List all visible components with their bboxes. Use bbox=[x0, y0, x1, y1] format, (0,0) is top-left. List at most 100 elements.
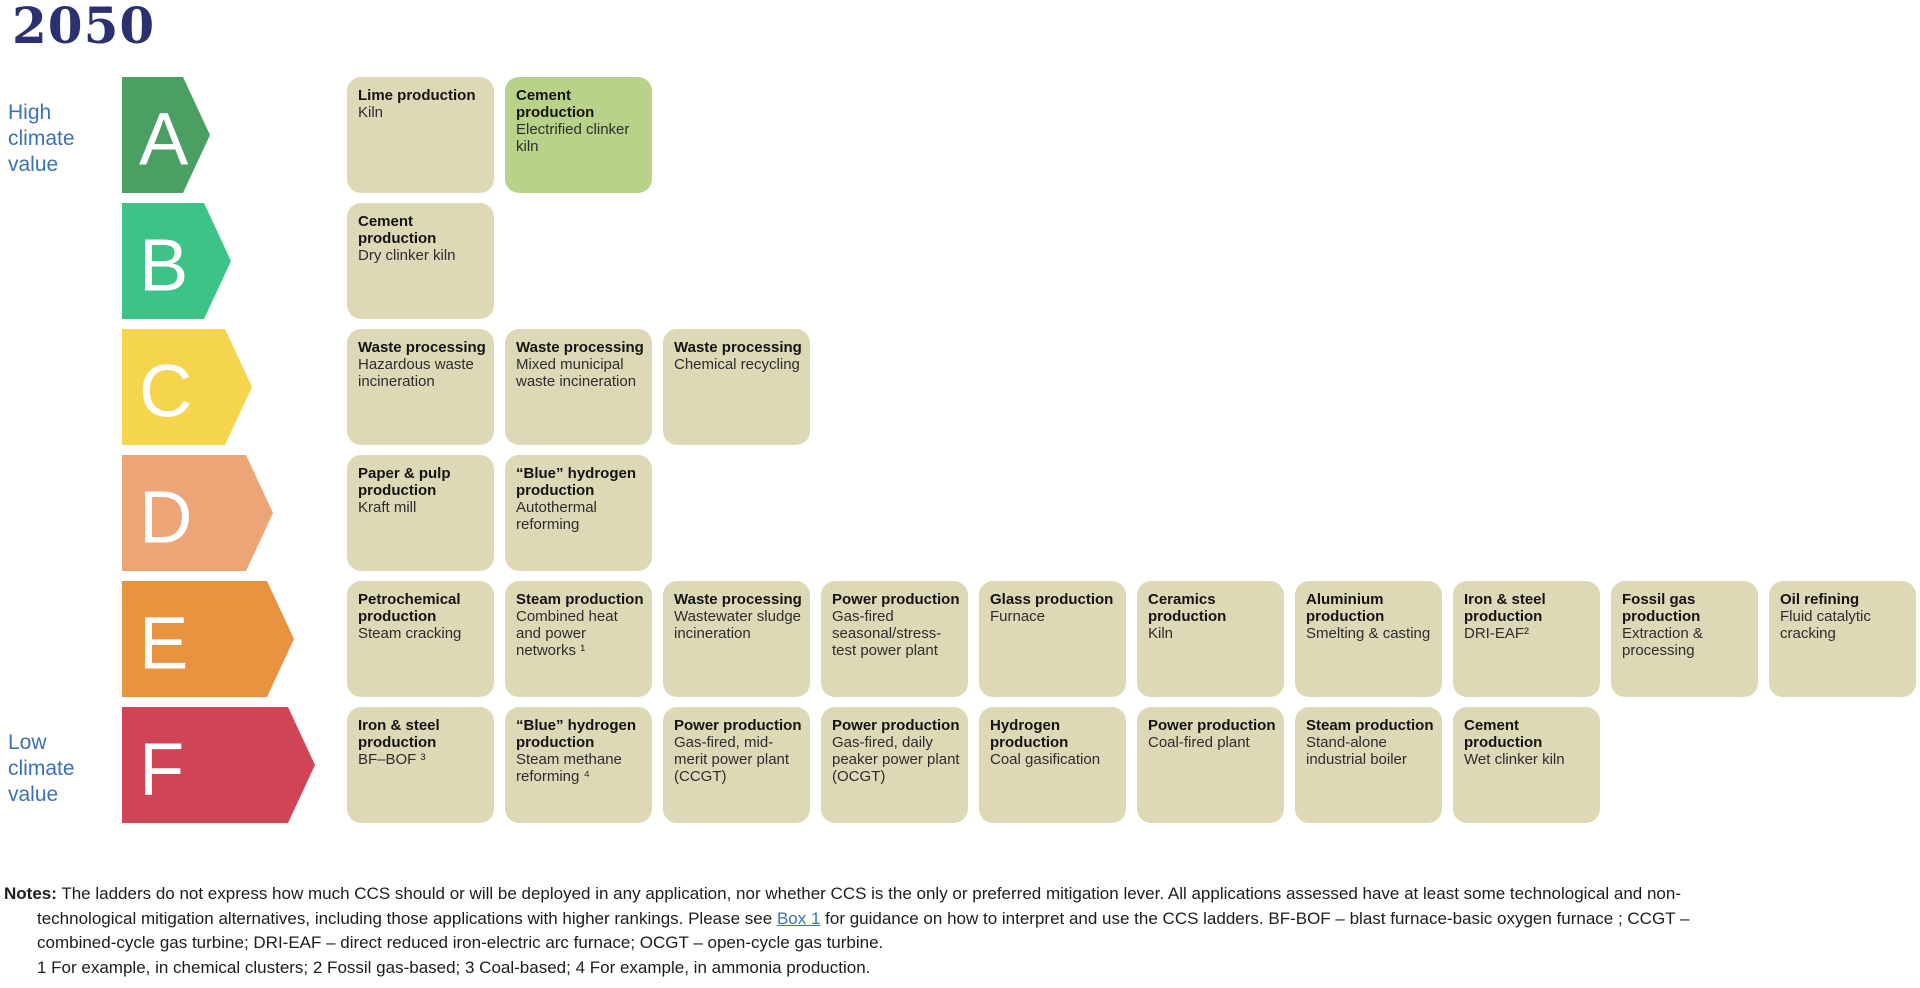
application-subtitle: Hazardous waste incineration bbox=[358, 356, 474, 390]
application-title: Steam production bbox=[516, 591, 644, 608]
application-title: Oil refining bbox=[1780, 591, 1860, 608]
application-subtitle: Smelting & casting bbox=[1306, 625, 1431, 642]
application-subtitle: BF–BOF ³ bbox=[358, 751, 426, 768]
cards-row-c: Waste processing Hazardous waste inciner… bbox=[347, 329, 810, 445]
application-subtitle: Fluid catalytic cracking bbox=[1780, 608, 1871, 642]
ladder-row-e: E Petrochemical production Steam crackin… bbox=[0, 581, 1920, 697]
application-card: Ceramics production Kiln bbox=[1137, 581, 1284, 697]
application-subtitle: Gas-fired, daily peaker power plant (OCG… bbox=[832, 734, 960, 785]
application-title: Waste processing bbox=[674, 591, 802, 608]
application-title: Power production bbox=[1148, 717, 1276, 734]
grade-letter-b: B bbox=[139, 223, 189, 307]
notes-paragraph: Notes: The ladders do not express how mu… bbox=[4, 882, 1916, 980]
ladder-row-b: B Cement production Dry clinker kiln bbox=[0, 203, 1920, 319]
application-card: Waste processing Chemical recycling bbox=[663, 329, 810, 445]
high-climate-value-label: High climate value bbox=[8, 101, 75, 176]
application-title: Power production bbox=[832, 591, 960, 608]
notes-section: Notes: The ladders do not express how mu… bbox=[4, 882, 1916, 980]
application-card: Waste processing Mixed municipal waste i… bbox=[505, 329, 652, 445]
application-subtitle: Dry clinker kiln bbox=[358, 247, 456, 264]
application-card: “Blue” hydrogen production Autothermal r… bbox=[505, 455, 652, 571]
application-subtitle: Wastewater sludge incineration bbox=[674, 608, 802, 642]
application-card: Iron & steel production DRI-EAF² bbox=[1453, 581, 1600, 697]
application-title: Power production bbox=[674, 717, 802, 734]
application-subtitle: Coal gasification bbox=[990, 751, 1101, 768]
application-subtitle: Coal-fired plant bbox=[1148, 734, 1250, 751]
cards-row-b: Cement production Dry clinker kiln bbox=[347, 203, 494, 319]
application-subtitle: Combined heat and power networks ¹ bbox=[516, 608, 618, 659]
application-card: Waste processing Hazardous waste inciner… bbox=[347, 329, 494, 445]
application-subtitle: Steam methane reforming ⁴ bbox=[516, 751, 622, 785]
box-1-link[interactable]: Box 1 bbox=[776, 908, 821, 928]
application-card-highlighted: Cement production Electrified clinker ki… bbox=[505, 77, 652, 193]
application-title: Cement production bbox=[358, 213, 437, 247]
application-title: Waste processing bbox=[358, 339, 486, 356]
application-subtitle: Kraft mill bbox=[358, 499, 417, 516]
ladder-row-f: F Iron & steel production BF–BOF ³ “Blue… bbox=[0, 707, 1920, 823]
notes-line-3: combined-cycle gas turbine; DRI-EAF – di… bbox=[37, 933, 884, 952]
application-title: Waste processing bbox=[516, 339, 644, 356]
application-card: Oil refining Fluid catalytic cracking bbox=[1769, 581, 1916, 697]
application-title: Power production bbox=[832, 717, 960, 734]
grade-letter-e: E bbox=[139, 601, 189, 685]
application-card: Lime production Kiln bbox=[347, 77, 494, 193]
grade-arrow-a: A bbox=[122, 77, 210, 193]
application-card: Waste processing Wastewater sludge incin… bbox=[663, 581, 810, 697]
grade-arrow-e: E bbox=[122, 581, 294, 697]
application-subtitle: Kiln bbox=[358, 104, 384, 121]
application-subtitle: Autothermal reforming bbox=[516, 499, 597, 533]
ladder-row-a: A Lime production Kiln Cement production… bbox=[0, 77, 1920, 193]
ladder-row-d: D Paper & pulp production Kraft mill “Bl… bbox=[0, 455, 1920, 571]
application-subtitle: Furnace bbox=[990, 608, 1046, 625]
application-title: Fossil gas production bbox=[1622, 591, 1701, 625]
application-card: Power production Gas-fired seasonal/stre… bbox=[821, 581, 968, 697]
application-title: Glass production bbox=[990, 591, 1114, 608]
notes-label: Notes: bbox=[4, 884, 57, 903]
application-title: Petrochemical production bbox=[358, 591, 461, 625]
application-title: Aluminium production bbox=[1306, 591, 1385, 625]
application-card: Iron & steel production BF–BOF ³ bbox=[347, 707, 494, 823]
application-title: Steam production bbox=[1306, 717, 1434, 734]
grade-arrow-b: B bbox=[122, 203, 231, 319]
application-subtitle: Mixed municipal waste incineration bbox=[516, 356, 637, 390]
application-title: Ceramics production bbox=[1148, 591, 1227, 625]
application-card: Cement production Wet clinker kiln bbox=[1453, 707, 1600, 823]
application-title: Paper & pulp production bbox=[358, 465, 451, 499]
application-subtitle: Kiln bbox=[1148, 625, 1174, 642]
application-subtitle: Stand-alone industrial boiler bbox=[1306, 734, 1407, 768]
grade-letter-d: D bbox=[139, 475, 193, 559]
application-title: Iron & steel production bbox=[1464, 591, 1546, 625]
ladder-row-c: C Waste processing Hazardous waste incin… bbox=[0, 329, 1920, 445]
notes-line-1: The ladders do not express how much CCS … bbox=[61, 884, 1682, 903]
notes-line-2-before: technological mitigation alternatives, i… bbox=[37, 908, 777, 928]
cards-row-e: Petrochemical production Steam cracking … bbox=[347, 581, 1916, 697]
application-card: “Blue” hydrogen production Steam methane… bbox=[505, 707, 652, 823]
application-card: Power production Gas-fired, mid-merit po… bbox=[663, 707, 810, 823]
application-subtitle: DRI-EAF² bbox=[1464, 625, 1529, 642]
application-subtitle: Wet clinker kiln bbox=[1464, 751, 1565, 768]
application-card: Paper & pulp production Kraft mill bbox=[347, 455, 494, 571]
application-title: Waste processing bbox=[674, 339, 802, 356]
application-card: Petrochemical production Steam cracking bbox=[347, 581, 494, 697]
grade-letter-c: C bbox=[139, 349, 193, 433]
application-title: Cement production bbox=[516, 87, 595, 121]
application-card: Hydrogen production Coal gasification bbox=[979, 707, 1126, 823]
application-subtitle: Steam cracking bbox=[358, 625, 462, 642]
application-card: Power production Coal-fired plant bbox=[1137, 707, 1284, 823]
grade-arrow-c: C bbox=[122, 329, 252, 445]
application-card: Power production Gas-fired, daily peaker… bbox=[821, 707, 968, 823]
notes-line-2-after: for guidance on how to interpret and use… bbox=[820, 908, 1690, 928]
grade-arrow-f: F bbox=[122, 707, 315, 823]
application-title: “Blue” hydrogen production bbox=[516, 465, 637, 499]
cards-row-f: Iron & steel production BF–BOF ³ “Blue” … bbox=[347, 707, 1600, 823]
grade-arrow-d: D bbox=[122, 455, 273, 571]
application-card: Steam production Stand-alone industrial … bbox=[1295, 707, 1442, 823]
cards-row-d: Paper & pulp production Kraft mill “Blue… bbox=[347, 455, 652, 571]
cards-row-a: Lime production Kiln Cement production E… bbox=[347, 77, 652, 193]
grade-letter-a: A bbox=[139, 97, 189, 181]
low-climate-value-label: Low climate value bbox=[8, 731, 75, 806]
application-subtitle: Chemical recycling bbox=[674, 356, 800, 373]
application-title: Lime production bbox=[358, 87, 476, 104]
application-subtitle: Electrified clinker kiln bbox=[516, 121, 630, 155]
